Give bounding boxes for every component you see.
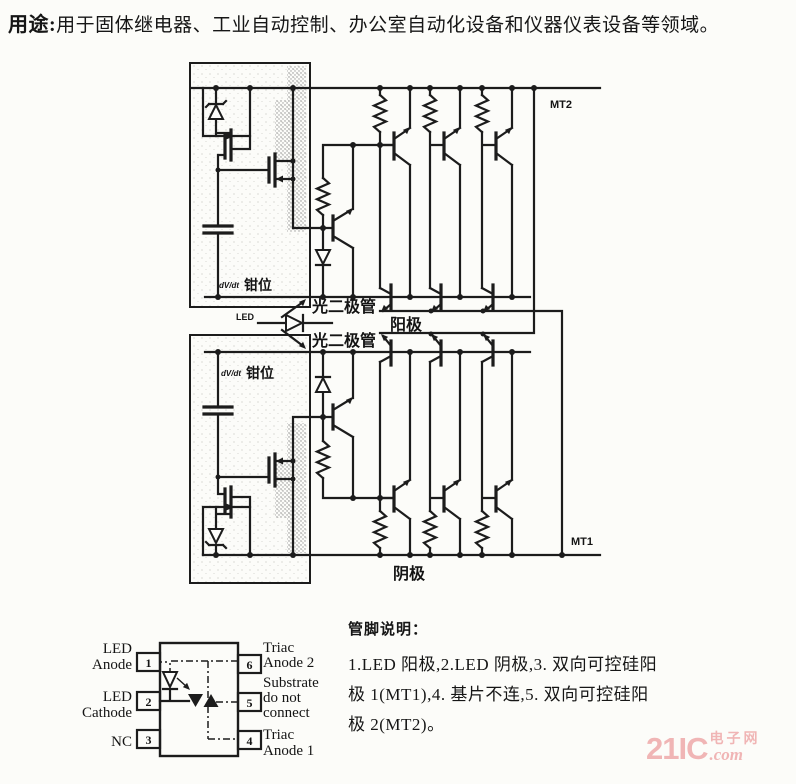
pin-description-line2: 极 1(MT1),4. 基片不连,5. 双向可控硅阳	[348, 685, 649, 704]
middle-branch-bottom	[314, 350, 396, 500]
pin-description-line3: 极 2(MT2)。	[348, 715, 445, 734]
zener-diode-top	[204, 86, 228, 138]
pin5-label-line3: connect	[263, 705, 310, 721]
internal-led-symbol	[158, 671, 191, 703]
dvdt-label-bottom: dV/dt	[221, 369, 241, 378]
capacitor-bottom	[202, 350, 234, 479]
pin1-label-line1: LED	[103, 641, 132, 657]
mosfet-top-1	[216, 128, 252, 172]
pin-number-5: 5	[247, 696, 253, 710]
pin1-label-line2: Anode	[92, 657, 132, 673]
clamp-output-wire-top	[291, 86, 325, 230]
clamp-label-top: 钳位	[244, 277, 272, 294]
dvdt-clamp-box-bottom	[189, 334, 325, 584]
junction-dots	[213, 85, 565, 558]
pin-number-2: 2	[146, 695, 152, 709]
pin-labels-left: LED Anode LED Cathode NC	[82, 641, 132, 750]
light-arrow-top	[280, 299, 306, 319]
usage-body: 用于固体继电器、工业自动控制、办公室自动化设备和仪器仪表设备等领域。	[56, 15, 720, 36]
dvdt-clamp-box-top	[189, 62, 325, 308]
pin-box-3	[135, 728, 162, 750]
site-logo: 21IC 电子网 .com	[646, 732, 760, 766]
mt1-label: MT1	[571, 536, 593, 548]
led-label: LED	[236, 312, 255, 322]
photodiode-label-bottom: 光二极管	[311, 331, 376, 350]
mt2-label: MT2	[550, 99, 572, 111]
led-symbol	[256, 313, 334, 333]
clamp-label-bottom: 钳位	[246, 365, 274, 382]
mosfet-bottom-1	[216, 475, 252, 519]
anode-label: 阳极	[390, 315, 423, 334]
pin-box-4	[236, 729, 263, 751]
mosfet-bottom-2	[216, 452, 295, 488]
pin2-label-line1: LED	[103, 689, 132, 705]
package-diagram: 1 2 3 6 5 4 LED Anode LED Cathode NC Tri…	[82, 640, 319, 759]
usage-prefix: 用途:	[8, 14, 57, 36]
pin4-label-line2: Anode 1	[263, 743, 314, 759]
pin-description: 管脚说明： 1.LED 阳极,2.LED 阴极,3. 双向可控硅阳 极 1(MT…	[348, 618, 788, 740]
pin-number-6: 6	[247, 658, 253, 672]
middle-branch-top	[314, 143, 396, 299]
transistor-array-bottom	[372, 334, 514, 557]
anode-bus	[378, 86, 564, 557]
cathode-label: 阴极	[393, 564, 426, 583]
pin-description-line1: 1.LED 阳极,2.LED 阴极,3. 双向可控硅阳	[348, 655, 658, 674]
dvdt-label-top: dV/dt	[219, 281, 239, 290]
pin2-label-line2: Cathode	[82, 705, 132, 721]
usage-text: 用途:用于固体继电器、工业自动控制、办公室自动化设备和仪器仪表设备等领域。	[8, 8, 792, 37]
pin-number-3: 3	[146, 733, 152, 747]
transistor-array-top	[372, 86, 514, 313]
logo-domain: .com	[709, 745, 744, 764]
light-arrow-bottom	[280, 328, 306, 349]
pin5-label-line2: do not	[263, 690, 302, 706]
pin5-label-line1: Substrate	[263, 675, 319, 691]
logo-brand: 21IC	[646, 731, 708, 766]
pin3-label: NC	[111, 734, 132, 750]
capacitor-top	[202, 168, 234, 299]
clamp-output-wire-bottom	[291, 415, 325, 557]
pin-description-title: 管脚说明：	[348, 622, 429, 638]
zener-diode-bottom	[204, 505, 228, 557]
pin4-label-line1: Triac	[263, 727, 294, 743]
pin6-label-line1: Triac	[263, 640, 294, 656]
logo-cn: 电子网	[709, 732, 761, 747]
internal-emission-arrow	[176, 677, 190, 690]
pin-box-6	[236, 653, 263, 675]
pin-labels-right: Triac Anode 2 Substrate do not connect T…	[263, 640, 319, 759]
photodiode-label-top: 光二极管	[311, 297, 376, 316]
pin-number-4: 4	[247, 734, 253, 748]
pin-number-1: 1	[146, 656, 152, 670]
mosfet-top-2	[216, 152, 295, 188]
internal-triac-symbol	[188, 694, 219, 707]
pin6-label-line2: Anode 2	[263, 655, 314, 671]
